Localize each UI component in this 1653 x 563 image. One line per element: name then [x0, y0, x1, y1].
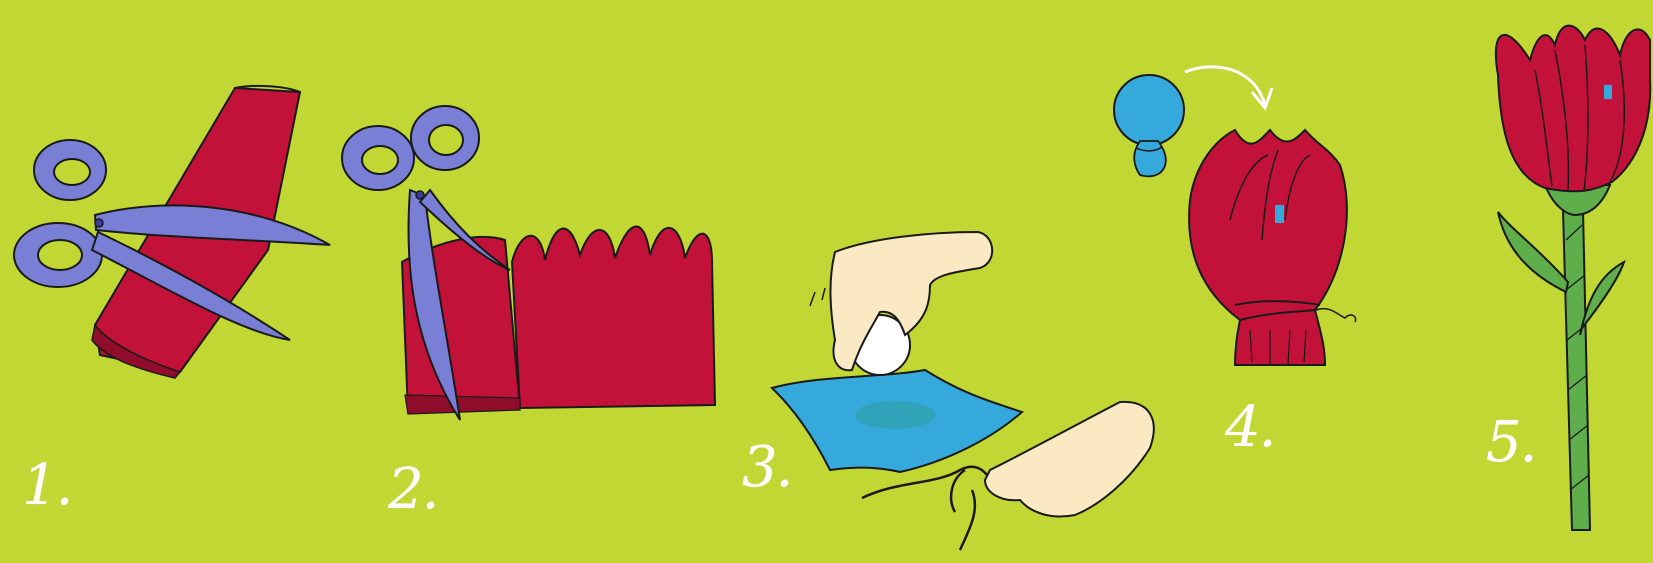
step-2-number: 2.	[388, 462, 437, 518]
step-5-number: 5.	[1486, 415, 1535, 471]
step-3-number: 3.	[742, 440, 791, 496]
step-1-number: 1.	[22, 458, 71, 514]
step-4-number: 4.	[1225, 400, 1274, 456]
